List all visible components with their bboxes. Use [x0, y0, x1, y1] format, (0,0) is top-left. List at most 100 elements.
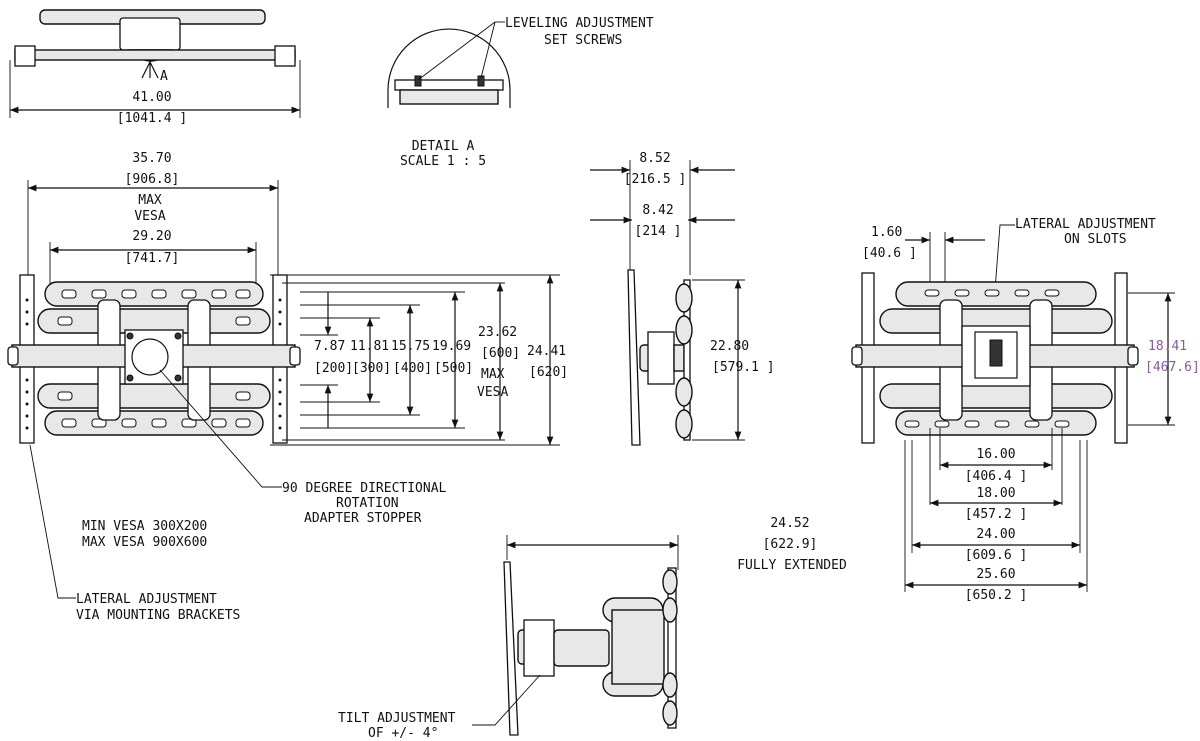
height-200-in: 7.87 [314, 339, 345, 354]
depth-min-mm: [214 ] [635, 224, 682, 239]
slot-spacing-in: 1.60 [871, 225, 902, 240]
ext-tv-plate [503, 561, 519, 736]
detail-a-title: DETAIL A [412, 139, 475, 154]
side-view: 8.52 [216.5 ] 8.42 [214 ] 22.80 [579.1 ] [590, 151, 775, 446]
tilt-callout-2: OF +/- 4° [368, 726, 438, 741]
depth-min-in: 8.42 [642, 203, 673, 218]
front-width-mm: [906.8] [125, 172, 180, 187]
top-view-cross-bar [14, 49, 296, 61]
lateral-bracket-leader [29, 444, 76, 599]
top-width-mm: [1041.4 ] [117, 111, 187, 126]
side-tv-plate [627, 269, 641, 446]
extension-mm: [622.9] [763, 537, 818, 552]
bar-end-right [289, 346, 301, 366]
detail-a-bracket [394, 79, 504, 91]
right-bracket-holes [278, 298, 282, 430]
lateral-slots-callout-1: LATERAL ADJUSTMENT [1015, 217, 1156, 232]
height-300-in: 11.81 [350, 339, 389, 354]
wp-width-16-mm: [406.4 ] [965, 469, 1028, 484]
wp-rail-lower [879, 383, 1113, 409]
wp-width-18-in: 18.00 [976, 486, 1015, 501]
tilt-leader [472, 674, 541, 726]
rotation-callout-2: ROTATION [336, 496, 399, 511]
height-600-max: MAX [481, 367, 505, 382]
rail-lower [37, 383, 271, 409]
rotation-adapter [124, 329, 184, 385]
ext-arm [553, 629, 610, 667]
top-view-end-cap-left [14, 45, 36, 67]
vesa-min: MIN VESA 300X200 [82, 519, 207, 534]
detail-a-view-arrow [141, 60, 159, 79]
detail-a-leader-2 [480, 21, 496, 79]
wp-width-24-mm: [609.6 ] [965, 548, 1028, 563]
ext-adapter [523, 619, 555, 677]
left-bracket-holes [25, 298, 29, 430]
bar-end-left [7, 346, 19, 366]
rotation-leader [159, 369, 282, 488]
height-600-mm: [600] [481, 346, 520, 361]
wp-width-24-in: 24.00 [976, 527, 1015, 542]
lateral-bracket-callout-1: LATERAL ADJUSTMENT [76, 592, 217, 607]
front-max-vesa-1: MAX [138, 193, 162, 208]
height-300-mm: [300] [352, 361, 391, 376]
rotation-callout-1: 90 DEGREE DIRECTIONAL [282, 481, 447, 496]
extended-view: 24.52 [622.9] FULLY EXTENDED TILT ADJUST… [338, 516, 847, 741]
top-view-arm-pivot [119, 17, 181, 51]
front-view: 35.70 [906.8] MAX VESA 29.20 [741.7] [7, 151, 568, 623]
height-400-mm: [400] [393, 361, 432, 376]
wp-width-25-in: 25.60 [976, 567, 1015, 582]
lateral-slots-leader [994, 224, 1015, 291]
tilt-callout-1: TILT ADJUSTMENT [338, 711, 456, 726]
depth-max-mm: [216.5 ] [624, 172, 687, 187]
detail-a: LEVELING ADJUSTMENT SET SCREWS DETAIL A … [387, 16, 654, 169]
rotation-adapter-disc [131, 338, 169, 376]
height-620-mm: [620] [529, 365, 568, 380]
wp-height-mm: [467.6] [1145, 360, 1200, 375]
side-wall-plate [683, 279, 691, 441]
lateral-bracket-callout-2: VIA MOUNTING BRACKETS [76, 608, 240, 623]
detail-a-leader-1 [417, 21, 496, 81]
wp-slots [904, 289, 1070, 428]
wall-plate-height-in: 22.80 [710, 339, 749, 354]
height-200-mm: [200] [314, 361, 353, 376]
detail-a-callout-1: LEVELING ADJUSTMENT [505, 16, 654, 31]
detail-a-set-screw-right [477, 75, 485, 87]
rotation-callout-3: ADAPTER STOPPER [304, 511, 422, 526]
detail-a-plate [399, 89, 499, 105]
rail-slots [57, 289, 251, 428]
front-width-in: 35.70 [132, 151, 171, 166]
front-vesa-width-in: 29.20 [132, 229, 171, 244]
slot-spacing-mm: [40.6 ] [862, 246, 917, 261]
vesa-max: MAX VESA 900X600 [82, 535, 207, 550]
side-arm [673, 344, 685, 372]
detail-a-marker: A [160, 69, 168, 84]
wp-height-in: 18.41 [1148, 339, 1187, 354]
detail-a-scale: SCALE 1 : 5 [400, 154, 486, 169]
height-500-mm: [500] [434, 361, 473, 376]
ext-arm-body [611, 609, 665, 685]
lateral-slots-callout-2: ON SLOTS [1064, 232, 1127, 247]
depth-max-in: 8.52 [639, 151, 670, 166]
top-width-in: 41.00 [132, 90, 171, 105]
extension-label: FULLY EXTENDED [737, 558, 847, 573]
detail-a-callout-2: SET SCREWS [544, 33, 622, 48]
front-max-vesa-2: VESA [134, 209, 165, 224]
detail-a-set-screw-left [414, 75, 422, 87]
ext-wall-plate [667, 567, 677, 729]
extension-in: 24.52 [770, 516, 809, 531]
side-adapter [647, 331, 675, 385]
top-view-end-cap-right [274, 45, 296, 67]
height-600-vesa: VESA [477, 385, 508, 400]
front-vesa-width-mm: [741.7] [125, 251, 180, 266]
wp-width-18-mm: [457.2 ] [965, 507, 1028, 522]
wp-width-16-in: 16.00 [976, 447, 1015, 462]
height-500-in: 19.69 [432, 339, 471, 354]
detail-a-outline [387, 28, 511, 91]
top-view: A 41.00 [1041.4 ] [9, 9, 301, 126]
height-600-in: 23.62 [478, 325, 517, 340]
wp-width-25-mm: [650.2 ] [965, 588, 1028, 603]
height-620-in: 24.41 [527, 344, 566, 359]
wall-plate-view: 1.60 [40.6 ] LATERAL ADJUSTMENT ON SLOTS [851, 217, 1200, 603]
wall-plate-height-mm: [579.1 ] [712, 360, 775, 375]
